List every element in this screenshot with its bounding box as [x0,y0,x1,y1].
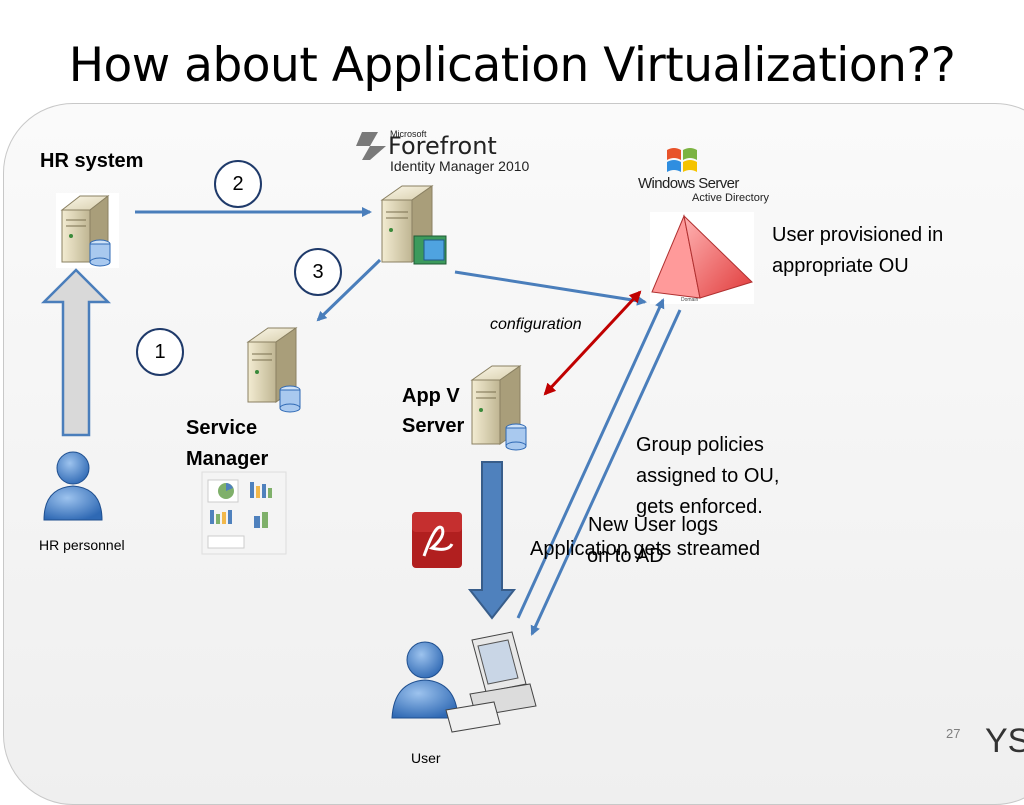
arrow-user-logon-to-ad [516,298,665,619]
service-manager-server-icon [246,327,301,413]
group-policies-line2: assigned to OU, [636,465,780,487]
new-user-logs-line1: New User logs [588,514,719,536]
group-policies-line3: gets enforced. [636,496,763,518]
active-directory-text: Active Directory [692,192,770,204]
hr-system-label: HR system [40,150,144,172]
user-provisioned-line1: User provisioned in [772,224,944,246]
active-directory-pyramid-icon [650,212,754,304]
slide-title: How about Application Virtualization?? [68,38,956,93]
appv-label-line1: App V [402,385,460,407]
arrow-fim-to-service-manager [316,258,382,322]
group-policies-line1: Group policies [636,434,764,456]
diagram-canvas [40,132,754,733]
windows-flag-icon [667,148,697,172]
hr-personnel-person-icon [43,451,103,521]
forefront-product-text: Identity Manager 2010 [390,158,530,174]
forefront-name-text: Forefront [388,132,497,160]
service-manager-dashboard-thumbnail [201,471,287,555]
appv-label-line2: Server [402,415,465,437]
corner-logo-text: YS [985,722,1024,760]
hr-system-server-icon [56,193,119,268]
windows-server-text: Windows Server [638,175,739,192]
forefront-logo-icon [356,132,386,160]
step-3-badge: 3 [294,248,342,296]
appv-server-icon [470,365,527,451]
forefront-microsoft-text: Microsoft [390,129,427,139]
configuration-label: configuration [490,316,582,333]
user-provisioned-line2: appropriate OU [772,255,909,277]
arrow-ad-appv-configuration [543,290,642,396]
arrow-hr-personnel-up [40,268,112,437]
arrow-fim-to-ad [454,270,647,306]
arrow-application-streamed [467,461,517,620]
hr-personnel-label: HR personnel [39,537,125,553]
pdf-application-icon [412,512,462,568]
application-streamed-label: Application gets streamed [530,538,761,560]
arrow-ad-policies-to-user [530,309,682,636]
step-1-badge: 1 [136,328,184,376]
service-manager-label-line2: Manager [186,448,269,470]
page-number: 27 [946,726,961,741]
user-person-icon [391,641,459,719]
fim-server-icon [380,185,447,265]
user-computer-icon [445,631,537,733]
service-manager-label-line1: Service [186,417,258,439]
domain-label: Domain [681,297,699,303]
step-2-badge: 2 [214,160,262,208]
user-label: User [411,750,441,766]
new-user-logs-line2: on to AD [587,545,664,567]
